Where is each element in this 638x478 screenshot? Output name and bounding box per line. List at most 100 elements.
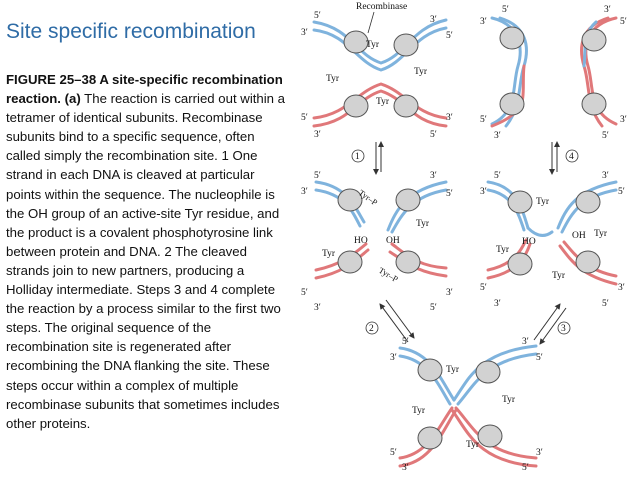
prime-label: 5′ bbox=[602, 131, 609, 141]
tyr-label: Tyr bbox=[496, 245, 510, 255]
prime-label: 5′ bbox=[430, 303, 437, 313]
tyr-label: Tyr bbox=[416, 219, 430, 229]
prime-label: 3′ bbox=[314, 303, 321, 313]
recombinase-subunit bbox=[581, 28, 607, 52]
prime-label: 5′ bbox=[314, 171, 321, 181]
tyr-label: Tyr bbox=[594, 229, 608, 239]
prime-label: 3′ bbox=[314, 130, 321, 140]
step-4-arrows: 4 bbox=[549, 141, 579, 175]
prime-label: 3′ bbox=[301, 187, 308, 197]
recombinase-subunit bbox=[395, 250, 421, 274]
tyr-label: Tyr bbox=[446, 365, 460, 375]
prime-label: 3′ bbox=[301, 28, 308, 38]
tyr-label: Tyr bbox=[412, 406, 426, 416]
step-2-arrows: 2 bbox=[365, 299, 415, 343]
step-1-arrows: 1 bbox=[351, 141, 384, 175]
oh-label: OH bbox=[386, 236, 400, 246]
prime-label: 3′ bbox=[446, 113, 453, 123]
prime-label: 5′ bbox=[301, 288, 308, 298]
recombinase-subunit bbox=[581, 92, 607, 116]
slide-title: Site specific recombination bbox=[6, 20, 256, 43]
step-number: 1 bbox=[355, 152, 360, 162]
step-number: 2 bbox=[369, 324, 374, 334]
dna-blue-top bbox=[312, 18, 448, 72]
prime-label: 5′ bbox=[602, 299, 609, 309]
recombinase-subunit bbox=[343, 94, 369, 118]
prime-label: 5′ bbox=[522, 463, 529, 473]
recombinase-subunit bbox=[499, 92, 525, 116]
prime-label: 5′ bbox=[430, 130, 437, 140]
prime-label: 5′ bbox=[536, 353, 543, 363]
prime-label: 3′ bbox=[402, 463, 409, 473]
prime-label: 5′ bbox=[494, 171, 501, 181]
prime-label: 3′ bbox=[494, 131, 501, 141]
recombinase-subunit bbox=[475, 360, 501, 384]
recombinase-subunit bbox=[395, 188, 421, 212]
prime-label: 3′ bbox=[480, 187, 487, 197]
recombinase-subunit bbox=[417, 426, 443, 450]
prime-label: 5′ bbox=[402, 337, 409, 347]
step-number: 4 bbox=[569, 152, 574, 162]
tyr-label: Tyr bbox=[414, 67, 428, 77]
tyr-label: Tyr bbox=[552, 271, 566, 281]
prime-label: 3′ bbox=[430, 15, 437, 25]
panel-recombined-product: 5′ 3′ 3′ 5′ 5′ 3′ 3′ 5′ bbox=[480, 5, 627, 141]
recombinase-subunit bbox=[507, 190, 533, 214]
tyr-label: Tyr bbox=[502, 395, 516, 405]
prime-label: 3′ bbox=[602, 171, 609, 181]
recombinase-subunit bbox=[507, 252, 533, 276]
tyr-label: Tyr bbox=[466, 440, 480, 450]
tyr-label: Tyr bbox=[376, 97, 390, 107]
dna-red-top bbox=[312, 82, 448, 128]
recombination-diagram: Recombinase Tyr Tyr Tyr Tyr 5′ 3′ 3′ 5′ … bbox=[301, 2, 627, 473]
step-number: 3 bbox=[561, 324, 566, 334]
prime-label: 3′ bbox=[536, 448, 543, 458]
recombinase-subunit bbox=[417, 358, 443, 382]
recombinase-subunit bbox=[575, 250, 601, 274]
prime-label: 3′ bbox=[430, 171, 437, 181]
prime-label: 3′ bbox=[620, 115, 627, 125]
recombinase-label: Recombinase bbox=[356, 2, 407, 12]
tyr-label: Tyr bbox=[366, 40, 380, 50]
prime-label: 3′ bbox=[446, 288, 453, 298]
panel-initial-complex: Recombinase Tyr Tyr Tyr Tyr 5′ 3′ 3′ 5′ … bbox=[301, 2, 453, 140]
panel-holliday-intermediate: Tyr Tyr Tyr Tyr 5′ 3′ 3′ 5′ 5′ 3′ 3′ 5′ bbox=[390, 337, 543, 473]
prime-label: 5′ bbox=[502, 5, 509, 15]
recombinase-subunit bbox=[393, 33, 419, 57]
prime-label: 3′ bbox=[480, 17, 487, 27]
prime-label: 3′ bbox=[618, 283, 625, 293]
step-3-arrows: 3 bbox=[533, 303, 571, 345]
recombinase-subunit bbox=[393, 94, 419, 118]
prime-label: 3′ bbox=[522, 337, 529, 347]
prime-label: 3′ bbox=[604, 5, 611, 15]
ho-label: HO bbox=[354, 236, 368, 246]
panel-cleavage: Tyr–P Tyr HO OH Tyr Tyr–P 5′ 3′ 3′ 5′ 5′… bbox=[301, 171, 453, 313]
prime-label: 5′ bbox=[390, 448, 397, 458]
recombinase-subunit bbox=[337, 250, 363, 274]
tyr-p-label: Tyr–P bbox=[377, 265, 400, 284]
prime-label: 5′ bbox=[480, 283, 487, 293]
figure-label: FIGURE 25–38 A site-specific recombinati… bbox=[6, 72, 283, 107]
prime-label: 3′ bbox=[494, 299, 501, 309]
prime-label: 5′ bbox=[446, 189, 453, 199]
recombinase-subunit bbox=[343, 30, 369, 54]
prime-label: 3′ bbox=[390, 353, 397, 363]
oh-label: OH bbox=[572, 231, 586, 241]
recombinase-subunit bbox=[499, 26, 525, 50]
prime-label: 5′ bbox=[446, 31, 453, 41]
prime-label: 5′ bbox=[314, 11, 321, 21]
recombinase-subunit bbox=[337, 188, 363, 212]
prime-label: 5′ bbox=[480, 115, 487, 125]
tyr-label: Tyr bbox=[326, 74, 340, 84]
tyr-label: Tyr bbox=[536, 197, 550, 207]
pointer-line bbox=[367, 11, 375, 34]
prime-label: 5′ bbox=[618, 187, 625, 197]
recombinase-subunit bbox=[575, 190, 601, 214]
ho-label: HO bbox=[522, 237, 536, 247]
panel-second-cleavage: Tyr HO Tyr OH Tyr Tyr 5′ 3′ 3′ 5′ 5′ 3′ … bbox=[480, 171, 625, 309]
caption-body: The reaction is carried out within a tet… bbox=[6, 91, 286, 431]
recombinase-subunit bbox=[477, 424, 503, 448]
figure-caption: FIGURE 25–38 A site-specific recombinati… bbox=[6, 70, 292, 433]
prime-label: 5′ bbox=[301, 113, 308, 123]
tyr-label: Tyr bbox=[322, 249, 336, 259]
